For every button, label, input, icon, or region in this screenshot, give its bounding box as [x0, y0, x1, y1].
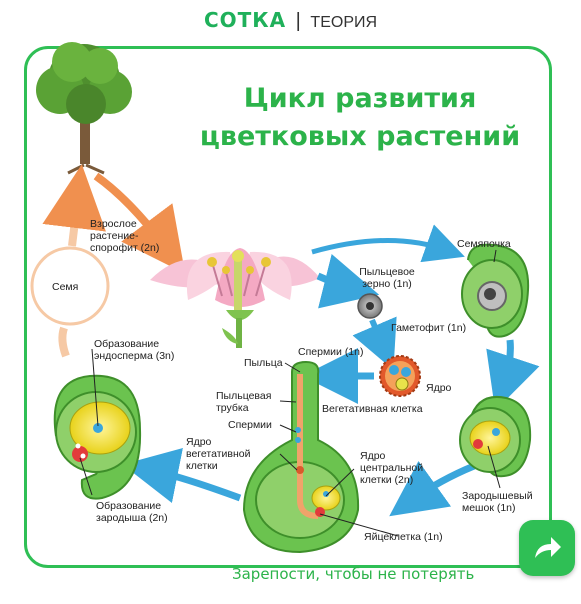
embryo-sac-icon [459, 396, 532, 478]
label-seeds: Семя [52, 281, 79, 293]
share-button[interactable] [519, 520, 575, 576]
flower-icon [150, 248, 320, 348]
share-arrow-icon [535, 537, 561, 558]
label-central-nucleus: Ядро центральной клетки (2n) [360, 450, 424, 486]
arrow-flower-to-pollen [316, 254, 380, 309]
brand-logo: СОТКА [203, 8, 287, 32]
label-pollen-tube: Пыльцевая трубка [216, 390, 272, 414]
label-ovule: Семяпочка [457, 238, 511, 250]
label-adult-sporophyte: Взрослое растение- спорофит (2n) [90, 218, 160, 254]
label-pollen: Пыльца [244, 357, 283, 369]
arrow-fertilization-to-endosperm [122, 448, 242, 503]
label-vegetative-nucleus: Ядро вегетативной клетки [186, 436, 251, 472]
arrow-sac-to-fertilization [389, 460, 476, 517]
repost-call-to-action: Зарепости, чтобы не потерять [232, 565, 475, 583]
label-egg-cell: Яйцеклетка (1n) [364, 531, 443, 543]
label-leaders [79, 249, 501, 537]
title-line-1: Цикл развития [243, 83, 477, 114]
arrow-flower-to-ovule [311, 224, 465, 263]
brand-separator: | [295, 10, 301, 32]
arrow-pollen-to-gametophyte [352, 316, 397, 371]
pistil-icon [242, 360, 360, 554]
ovule-icon [461, 243, 530, 338]
label-embryo-sac: Зародышевый мешок (1n) [462, 490, 533, 514]
arrow-seed-to-adult [42, 164, 106, 247]
label-endosperm-formation: Образование эндосперма (3n) [94, 338, 175, 362]
label-gametophyte: Гаметофит (1n) [391, 322, 467, 334]
diagram-title: Цикл развития цветковых растений [190, 80, 530, 156]
brand-section: ТЕОРИЯ [310, 14, 378, 31]
arrow-ovule-to-sac [486, 339, 540, 411]
label-nucleus: Ядро [426, 382, 452, 394]
gametophyte-icon [379, 355, 421, 397]
label-sperms-top: Спермии (1n) [298, 346, 364, 358]
label-embryo-formation: Образование зародыша (2n) [96, 500, 168, 524]
brand-header: СОТКА | ТЕОРИЯ [0, 8, 581, 33]
title-line-2: цветковых растений [199, 121, 521, 152]
label-sperms-mid: Спермии [228, 419, 272, 431]
seed-circle [30, 246, 110, 326]
pollen-grain-icon [357, 293, 383, 319]
label-vegetative-cell: Вегетативная клетка [322, 403, 423, 415]
tree-icon [36, 42, 132, 175]
label-pollen-grain: Пыльцевое зерно (1n) [359, 266, 415, 290]
endosperm-formation-icon [53, 374, 142, 500]
arrow-endosperm-to-seed [58, 326, 70, 358]
